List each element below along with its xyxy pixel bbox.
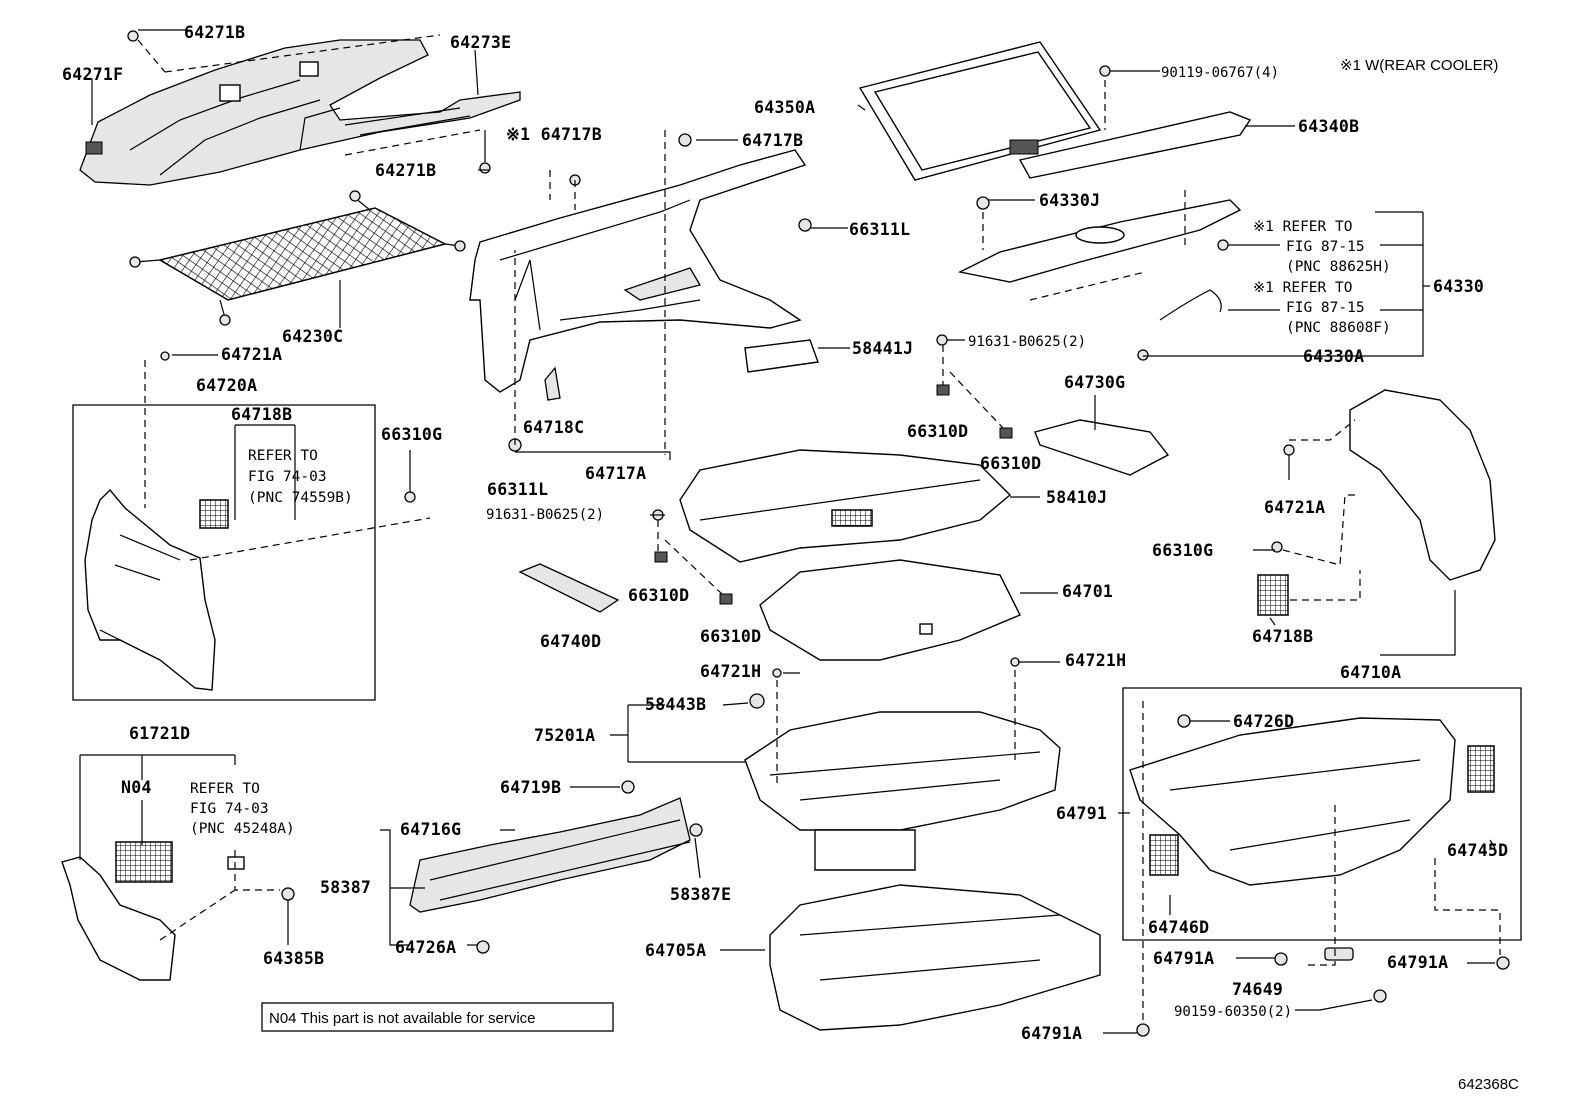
- left-quarter-trim-64720a-drawing: [84, 488, 229, 691]
- label-64721a-right: 64721A: [1264, 498, 1325, 517]
- label-64350a: 64350A: [754, 98, 815, 117]
- label-64717b-a: ※1 64717B: [506, 125, 602, 144]
- deck-panel-61721d-drawing: [61, 841, 245, 981]
- label-91631-b: 91631-B0625(2): [486, 507, 604, 523]
- label-90159: 90159-60350(2): [1174, 1004, 1292, 1020]
- rail-64340b-drawing: [1018, 111, 1252, 179]
- label-64718b-left: 64718B: [231, 405, 292, 424]
- label-64716g: 64716G: [400, 820, 461, 839]
- label-66310g-left: 66310G: [381, 425, 442, 444]
- label-61721d: 61721D: [129, 724, 190, 743]
- label-64385b: 64385B: [263, 949, 324, 968]
- ref-45248-line2: FIG 74-03: [190, 801, 269, 817]
- foam-block-64705a-drawing: [769, 884, 1101, 1031]
- cargo-net-64230c-drawing: [129, 190, 466, 326]
- label-64273e: 64273E: [450, 33, 511, 52]
- label-66311l-a: 66311L: [849, 220, 910, 239]
- leader-lines: [72, 29, 1522, 1034]
- label-64330: 64330: [1433, 277, 1484, 296]
- reference-notes: REFER TO FIG 74-03 (PNC 74559B) REFER TO…: [190, 219, 1391, 837]
- ref-74559-line3: (PNC 74559B): [248, 490, 353, 506]
- ref-74559-line2: FIG 74-03: [248, 469, 327, 485]
- label-58443b: 58443B: [645, 695, 706, 714]
- label-64710a: 64710A: [1340, 663, 1401, 682]
- label-64340b: 64340B: [1298, 117, 1359, 136]
- label-66310g-right: 66310G: [1152, 541, 1213, 560]
- label-75201a: 75201A: [534, 726, 595, 745]
- label-64271f: 64271F: [62, 65, 123, 84]
- label-64791: 64791: [1056, 804, 1107, 823]
- label-90119: 90119-06767(4): [1161, 65, 1279, 81]
- label-64719b: 64719B: [500, 778, 561, 797]
- label-64717b-b: 64717B: [742, 131, 803, 150]
- label-64726d: 64726D: [1233, 712, 1294, 731]
- label-64721a-left: 64721A: [221, 345, 282, 364]
- header-note: ※1 W(REAR COOLER): [1340, 57, 1498, 74]
- ref-74559-line1: REFER TO: [248, 448, 318, 464]
- label-91631-a: 91631-B0625(2): [968, 334, 1086, 350]
- label-58387e: 58387E: [670, 885, 731, 904]
- label-64746d: 64746D: [1148, 918, 1209, 937]
- floor-board-58410j-drawing: [679, 449, 1012, 563]
- label-64330a: 64330A: [1303, 347, 1364, 366]
- label-66310d-d: 66310D: [700, 627, 761, 646]
- ref-88625-line2: FIG 87-15: [1286, 239, 1365, 255]
- label-64720a: 64720A: [196, 376, 257, 395]
- right-quarter-trim-64710a-drawing: [1257, 389, 1496, 616]
- label-58410j: 58410J: [1046, 488, 1107, 507]
- ref-45248-line1: REFER TO: [190, 781, 260, 797]
- label-58387: 58387: [320, 878, 371, 897]
- cargo-mat-64701-drawing: [759, 559, 1021, 661]
- label-66310d-b: 66310D: [980, 454, 1041, 473]
- small-panel-64730g-drawing: [1034, 419, 1170, 476]
- label-64718b-right: 64718B: [1252, 627, 1313, 646]
- ref-45248-line3: (PNC 45248A): [190, 821, 295, 837]
- scuff-plate-58387-drawing: [409, 797, 691, 913]
- label-64791a-a: 64791A: [1153, 949, 1214, 968]
- label-64717a: 64717A: [585, 464, 646, 483]
- figure-code: 642368C: [1458, 1076, 1519, 1093]
- upper-board-64330-drawing: [957, 199, 1242, 321]
- label-64230c: 64230C: [282, 327, 343, 346]
- strip-64740d-drawing: [518, 563, 620, 613]
- label-58441j: 58441J: [852, 339, 913, 358]
- ref-88608-line1: ※1 REFER TO: [1253, 280, 1352, 296]
- label-n04: N04: [121, 778, 152, 797]
- label-64791a-b: 64791A: [1387, 953, 1448, 972]
- label-64271b-bottom: 64271B: [375, 161, 436, 180]
- label-64718c: 64718C: [523, 418, 584, 437]
- label-64740d: 64740D: [540, 632, 601, 651]
- label-64730g: 64730G: [1064, 373, 1125, 392]
- trim-panel-64271f-drawing: [79, 39, 521, 186]
- label-74649: 74649: [1232, 980, 1283, 999]
- label-64330j: 64330J: [1039, 191, 1100, 210]
- ref-88625-line3: (PNC 88625H): [1286, 259, 1391, 275]
- label-66310d-a: 66310D: [907, 422, 968, 441]
- label-64701: 64701: [1062, 582, 1113, 601]
- label-64791a-c: 64791A: [1021, 1024, 1082, 1043]
- back-door-trim-64791-drawing: [1129, 717, 1495, 961]
- label-64745d: 64745D: [1447, 841, 1508, 860]
- ref-88608-line3: (PNC 88608F): [1286, 320, 1391, 336]
- label-64271b-top: 64271B: [184, 23, 245, 42]
- label-64705a: 64705A: [645, 941, 706, 960]
- label-66310d-c: 66310D: [628, 586, 689, 605]
- label-64726a: 64726A: [395, 938, 456, 957]
- part-labels: 64271B 64273E 64271F 64271B 64230C ※1 64…: [62, 23, 1508, 1043]
- tray-75201a-drawing: [744, 711, 1061, 871]
- label-64721h-a: 64721H: [700, 662, 761, 681]
- tonneau-frame-64350a-drawing: [858, 41, 1102, 181]
- label-66311l-b: 66311L: [487, 480, 548, 499]
- footnote-n04: N04 This part is not available for servi…: [269, 1010, 536, 1027]
- ref-88608-line2: FIG 87-15: [1286, 300, 1365, 316]
- label-64721h-b: 64721H: [1065, 651, 1126, 670]
- ref-88625-line1: ※1 REFER TO: [1253, 219, 1352, 235]
- side-trim-64717a-drawing: [469, 149, 819, 401]
